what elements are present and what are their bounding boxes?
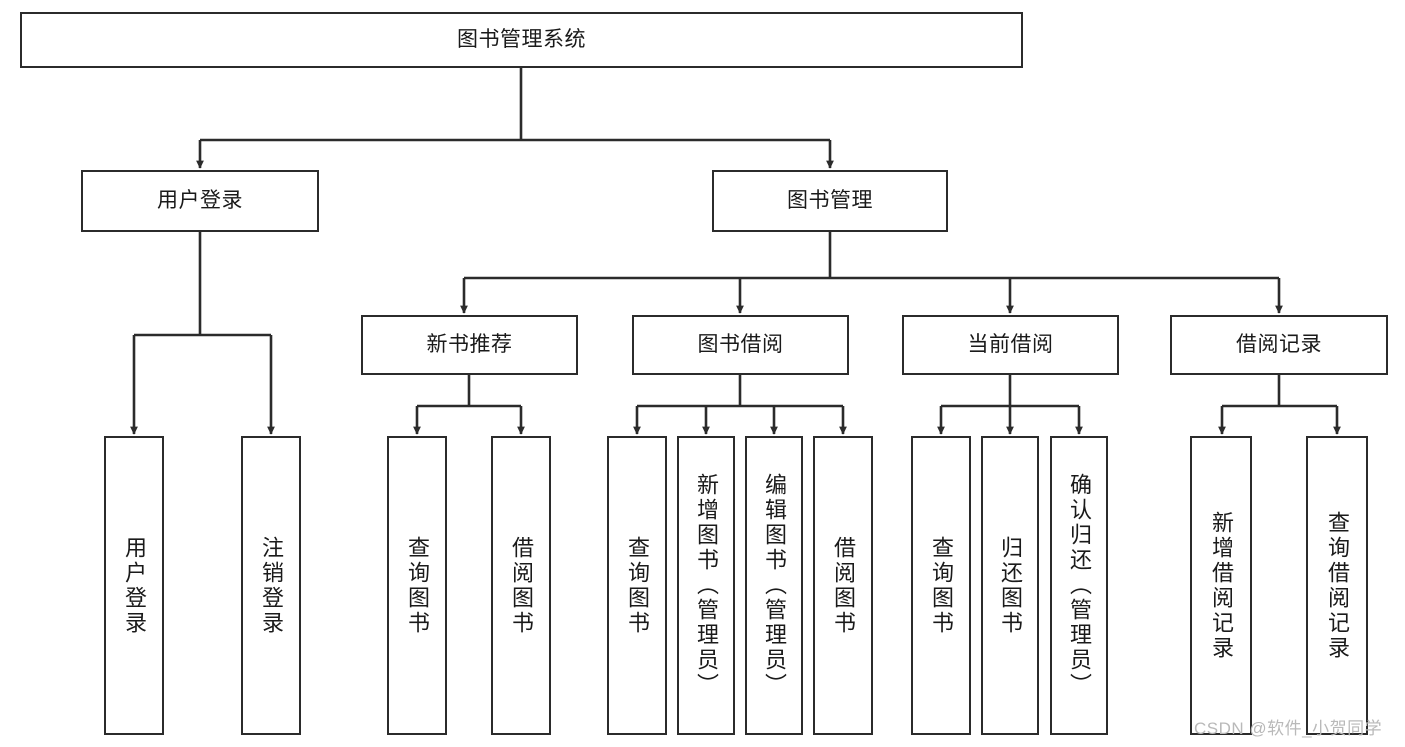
leaf-user-login[interactable]: 用户登录: [104, 436, 164, 735]
leaf-query-book-current[interactable]: 查询图书: [911, 436, 971, 735]
node-label: 当前借阅: [967, 332, 1054, 356]
node-current-borrow[interactable]: 当前借阅: [902, 315, 1119, 375]
node-root-book-management-system[interactable]: 图书管理系统: [20, 12, 1023, 68]
node-label: 图书借阅: [697, 332, 784, 356]
csdn-watermark: CSDN @软件_小贺同学: [1194, 719, 1383, 738]
node-label: 查询借阅记录: [1325, 510, 1350, 661]
node-label: 借阅图书: [831, 535, 856, 636]
node-label: 新增借阅记录: [1209, 510, 1234, 661]
node-label: 查询图书: [625, 535, 650, 636]
node-label: 用户登录: [157, 188, 243, 212]
leaf-query-book-borrow[interactable]: 查询图书: [607, 436, 667, 735]
node-label: 查询图书: [405, 535, 430, 636]
node-label: 归还图书: [998, 535, 1023, 636]
node-label: 查询图书: [929, 535, 954, 636]
node-label: 新书推荐: [426, 332, 513, 356]
leaf-return-book[interactable]: 归还图书: [981, 436, 1039, 735]
node-label: 图书管理系统: [457, 27, 586, 51]
node-label: 借阅图书: [509, 535, 534, 636]
node-new-book-recommend[interactable]: 新书推荐: [361, 315, 578, 375]
node-label: 图书管理: [787, 188, 873, 212]
leaf-add-borrow-record[interactable]: 新增借阅记录: [1190, 436, 1252, 735]
node-user-login[interactable]: 用户登录: [81, 170, 319, 232]
leaf-borrow-book-recommend[interactable]: 借阅图书: [491, 436, 551, 735]
leaf-add-book-admin[interactable]: 新增图书（管理员）: [677, 436, 735, 735]
leaf-borrow-book[interactable]: 借阅图书: [813, 436, 873, 735]
node-book-management[interactable]: 图书管理: [712, 170, 948, 232]
node-label: 用户登录: [122, 535, 147, 636]
leaf-edit-book-admin[interactable]: 编辑图书（管理员）: [745, 436, 803, 735]
leaf-logout-login[interactable]: 注销登录: [241, 436, 301, 735]
node-label: 新增图书（管理员）: [694, 473, 719, 698]
node-borrow-record[interactable]: 借阅记录: [1170, 315, 1388, 375]
node-label: 编辑图书（管理员）: [762, 473, 787, 698]
node-label: 确认归还（管理员）: [1067, 473, 1092, 698]
node-label: 借阅记录: [1236, 332, 1322, 356]
leaf-confirm-return-admin[interactable]: 确认归还（管理员）: [1050, 436, 1108, 735]
node-label: 注销登录: [259, 535, 284, 636]
leaf-query-book-recommend[interactable]: 查询图书: [387, 436, 447, 735]
node-book-borrow[interactable]: 图书借阅: [632, 315, 849, 375]
leaf-query-borrow-record[interactable]: 查询借阅记录: [1306, 436, 1368, 735]
